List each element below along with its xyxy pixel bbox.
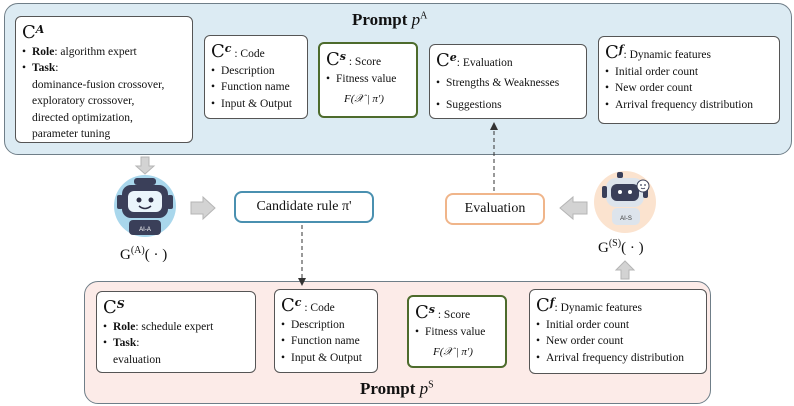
candidate-rule-box: Candidate rule π' — [234, 191, 374, 223]
arrow-panel-s-to-robot-s — [614, 260, 636, 280]
robot-a-badge: AI-A — [139, 227, 151, 233]
prompt-s-title: Prompt pS — [360, 379, 434, 398]
context-evaluation-box: Ce: Evaluation Strengths & Weaknesses Su… — [429, 44, 587, 119]
context-s-score-box: Cs : Score Fitness value F(𝒳 | π') — [407, 295, 507, 368]
robot-a-icon: AI-A — [114, 175, 176, 237]
prompt-a-title: Prompt pA — [352, 10, 428, 29]
context-s-role-box: CS Role: schedule expert Task: evaluatio… — [96, 291, 256, 373]
context-s-code-box: Cc : Code Description Function name Inpu… — [274, 289, 378, 373]
arrow-robot-s-to-evaluation — [559, 195, 588, 221]
context-code-box: Cc : Code Description Function name Inpu… — [204, 35, 308, 119]
evaluation-box: Evaluation — [445, 193, 545, 225]
robot-s-icon: AI-S — [594, 171, 656, 233]
context-a-role-box: CA Role: algorithm expert Task: dominanc… — [15, 16, 193, 143]
context-score-box: Cs : Score Fitness value F(𝒳 | π') — [318, 42, 418, 118]
generator-s-label: G(S)( · ) — [598, 238, 644, 256]
fitness-formula: F(𝒳 | π') — [344, 93, 384, 106]
generator-a-label: G(A)( · ) — [120, 245, 168, 263]
arrow-robot-a-to-candidate — [190, 195, 216, 221]
arrow-panel-to-robot-a — [134, 156, 156, 175]
context-features-box: Cf: Dynamic features Initial order count… — [598, 36, 780, 124]
s-fitness-formula: F(𝒳 | π') — [433, 346, 473, 359]
context-s-features-box: Cf: Dynamic features Initial order count… — [529, 289, 707, 374]
robot-s-badge: AI-S — [620, 216, 632, 222]
